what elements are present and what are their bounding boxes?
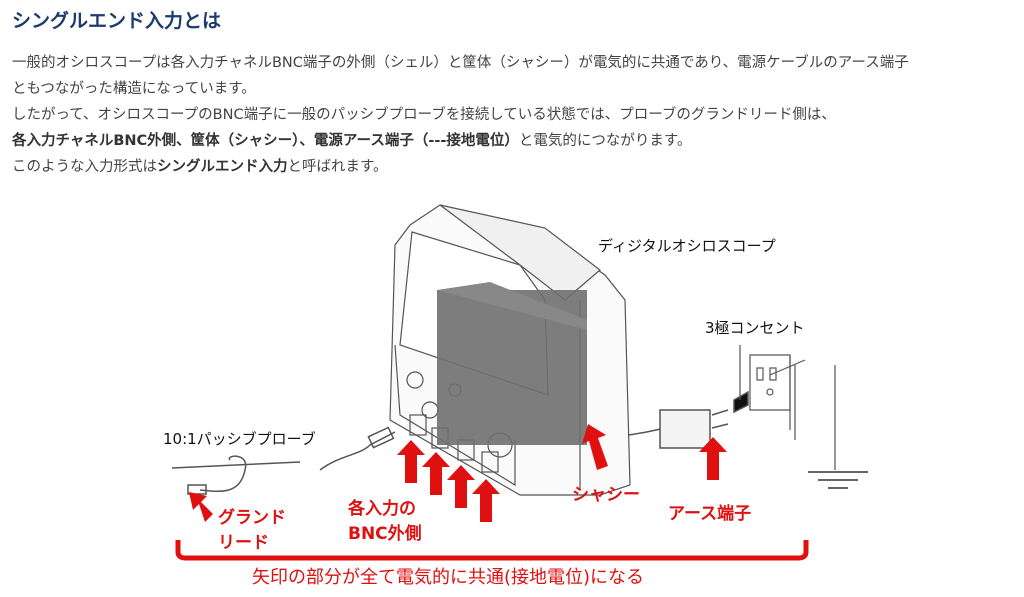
chassis-label: シャシー [572, 485, 640, 505]
ground-lead-label: リード [218, 533, 269, 553]
bold-text: 各入力チャネルBNC外側、筐体（シャシー）、電源アース端子（---接地電位） [12, 133, 519, 149]
arrow-icon [447, 465, 475, 508]
text: このような入力形式は [12, 159, 157, 175]
arrow-icon [422, 452, 450, 495]
ground-lead-label: グランド [218, 508, 286, 528]
ground-symbol [808, 471, 868, 489]
text: と電気的につながります。 [518, 133, 692, 149]
page-title: シングルエンド入力とは [12, 10, 222, 32]
arrow-icon [699, 437, 727, 480]
summary-label: 矢印の部分が全て電気的に共通(接地電位)になる [252, 567, 645, 588]
outlet-illustration [739, 345, 836, 470]
description: 一般的オシロスコープは各入力チャネルBNC端子の外側（シェル）と筐体（シャシー）… [12, 50, 1022, 180]
earth-label: アース端子 [668, 504, 752, 524]
para-line: このような入力形式はシングルエンド入力と呼ばれます。 [12, 154, 1022, 180]
para-line: ともつながった構造になっています。 [12, 81, 256, 97]
outlet-label: 3極コンセント [705, 319, 805, 337]
bnc-label: BNC外側 [348, 524, 422, 544]
chassis-block-top [437, 282, 587, 330]
arrow-icon [189, 492, 213, 522]
bold-text: シングルエンド入力 [157, 159, 288, 175]
scope-label: ディジタルオシロスコープ [598, 237, 776, 255]
brace [175, 540, 809, 561]
arrow-icon [582, 424, 608, 470]
para-line: 一般的オシロスコープは各入力チャネルBNC端子の外側（シェル）と筐体（シャシー）… [12, 55, 909, 71]
probe-label: 10:1パッシブプローブ [163, 430, 316, 448]
para-line: 各入力チャネルBNC外側、筐体（シャシー）、電源アース端子（---接地電位）と電… [12, 128, 1022, 154]
bnc-label: 各入力の [348, 499, 416, 519]
text: と呼ばれます。 [287, 159, 388, 175]
probe-illustration [171, 426, 396, 495]
arrow-icon [397, 440, 425, 483]
arrow-icon [472, 479, 500, 522]
red-arrows [189, 424, 727, 522]
plug-illustration [627, 390, 749, 449]
para-line: したがって、オシロスコープのBNC端子に一般のパッシブプローブを接続している状態… [12, 107, 836, 123]
